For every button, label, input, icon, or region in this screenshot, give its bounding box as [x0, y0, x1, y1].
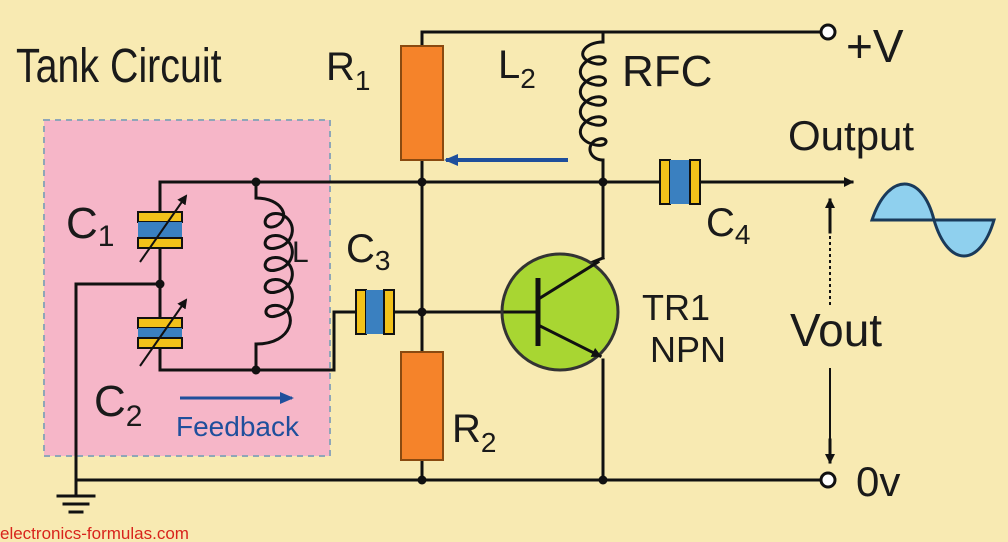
junction-dot	[251, 365, 261, 375]
diagram-title: Tank Circuit	[16, 39, 222, 93]
label-vplus: +V	[846, 20, 904, 72]
junction-dot	[417, 177, 427, 187]
label-l: L	[292, 236, 309, 269]
label-r2: R2	[452, 407, 496, 458]
inductor-l	[254, 196, 294, 346]
resistor-r2	[400, 351, 444, 461]
zero-v-terminal	[819, 471, 837, 489]
label-r1: R1	[326, 45, 370, 96]
junction-dot	[417, 475, 427, 485]
capacitor-c2	[137, 298, 188, 367]
label-vout: Vout	[790, 304, 882, 356]
junction-dot	[155, 279, 165, 289]
junction-dot	[251, 177, 261, 187]
junction-dot	[417, 307, 427, 317]
junctions	[155, 177, 608, 485]
label-c2: C2	[94, 377, 142, 433]
wires	[74, 30, 854, 498]
label-c1: C1	[66, 199, 114, 253]
inductor-l2-rfc	[578, 40, 608, 162]
label-c4: C4	[706, 201, 750, 250]
capacitor-c1	[137, 194, 188, 263]
resistor-r1	[400, 45, 444, 161]
label-output: Output	[788, 112, 914, 159]
label-l2: L2	[498, 43, 536, 94]
footer-credit: electronics-formulas.com	[0, 524, 189, 542]
label-npn: NPN	[650, 329, 726, 370]
junction-dot	[598, 475, 608, 485]
sine-wave-icon	[869, 182, 997, 258]
label-c3: C3	[346, 227, 390, 276]
label-zero-v: 0v	[856, 458, 900, 505]
transistor-tr1	[500, 252, 620, 372]
ground-symbol	[56, 494, 96, 514]
capacitor-c4	[659, 159, 701, 205]
label-tr1: TR1	[642, 287, 710, 328]
capacitor-c3	[355, 289, 395, 335]
label-feedback: Feedback	[176, 411, 300, 442]
junction-dot	[598, 177, 608, 187]
label-rfc: RFC	[622, 47, 712, 96]
vplus-terminal	[819, 23, 837, 41]
